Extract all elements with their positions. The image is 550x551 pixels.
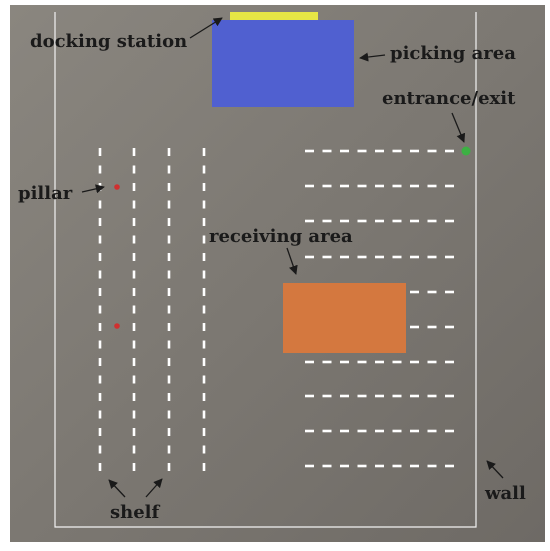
entrance-exit-marker [461, 146, 471, 156]
wall-outline [54, 12, 477, 528]
docking-station [230, 12, 318, 20]
docking-station-arrow [189, 17, 223, 39]
shelf-arrow-right [145, 478, 163, 498]
picking-area [212, 20, 354, 107]
wall-arrow [486, 460, 504, 479]
pillar-marker [114, 184, 120, 190]
receiving-area-arrow [286, 247, 298, 275]
entrance-exit-arrow [451, 112, 466, 143]
pillar-label: pillar [18, 183, 73, 204]
docking-station-label: docking station [30, 31, 187, 52]
picking-area-label: picking area [390, 43, 516, 64]
receiving-area [283, 283, 406, 353]
shelf-label: shelf [110, 502, 161, 523]
pillar-marker [114, 323, 120, 329]
receiving-area-label: receiving area [209, 226, 353, 247]
wall-label: wall [484, 483, 526, 504]
shelf-arrow-left [108, 479, 126, 498]
picking-area-arrow [359, 52, 386, 62]
pillar-arrow [81, 184, 105, 194]
entrance-exit-label: entrance/exit [382, 88, 516, 109]
shelf-group [98, 148, 454, 471]
